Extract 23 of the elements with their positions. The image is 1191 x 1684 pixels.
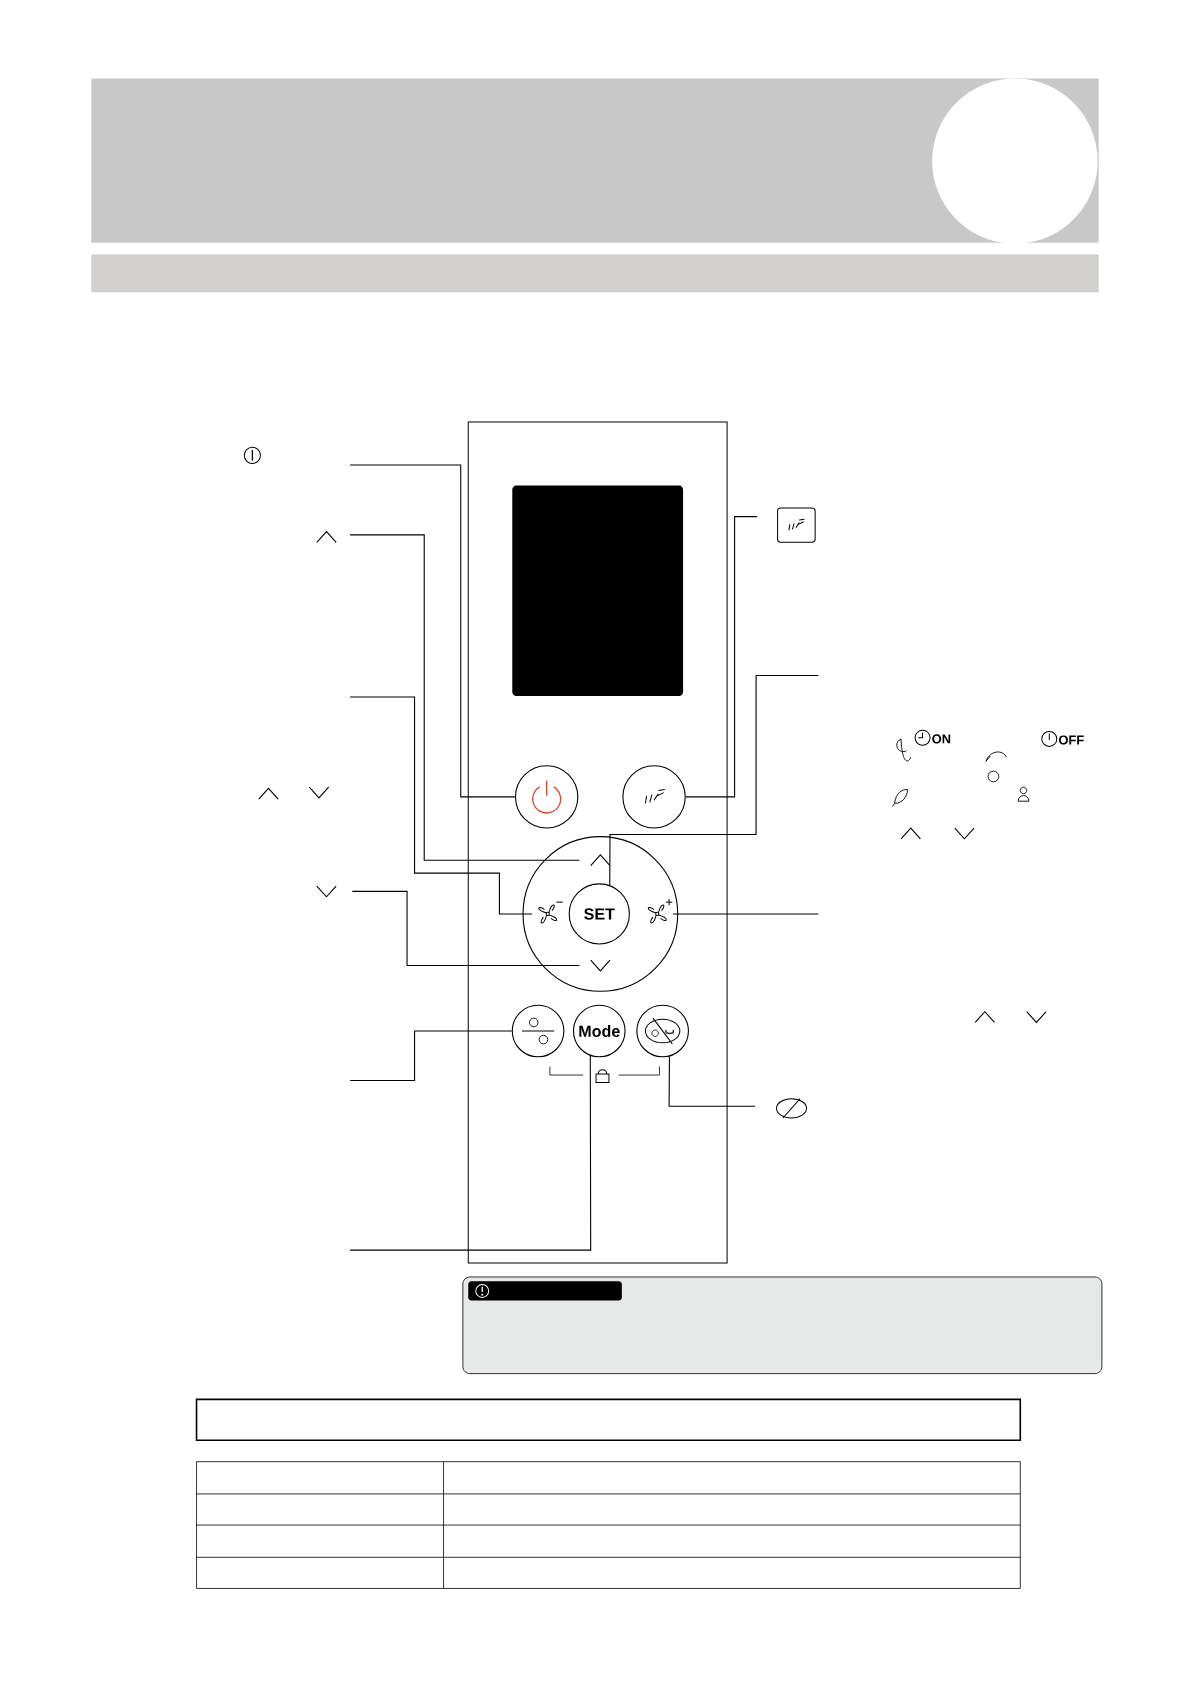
mode-button: Mode (572, 1004, 626, 1058)
leader-line (672, 913, 819, 915)
up-button (590, 854, 611, 867)
leader-line (349, 1055, 592, 1251)
leader-line (668, 1055, 756, 1107)
timer-label: OFF (1058, 735, 1084, 745)
down-button (590, 959, 611, 972)
leader-line (351, 890, 580, 967)
eco-button (511, 1004, 565, 1058)
leader-line (349, 534, 580, 861)
leader-line (349, 696, 533, 915)
set-button: SET (568, 883, 630, 945)
fan-down-button (538, 901, 564, 924)
timer-label: ON (932, 734, 951, 744)
leader-line (349, 464, 516, 798)
fan-up-button (647, 898, 673, 924)
power-button (514, 765, 579, 829)
leader-line (609, 675, 819, 886)
light-button (636, 1004, 689, 1058)
leader-line (685, 516, 758, 798)
remote-control-drawing (467, 421, 728, 1264)
swing-button (622, 765, 686, 829)
leader-line (349, 1030, 513, 1081)
